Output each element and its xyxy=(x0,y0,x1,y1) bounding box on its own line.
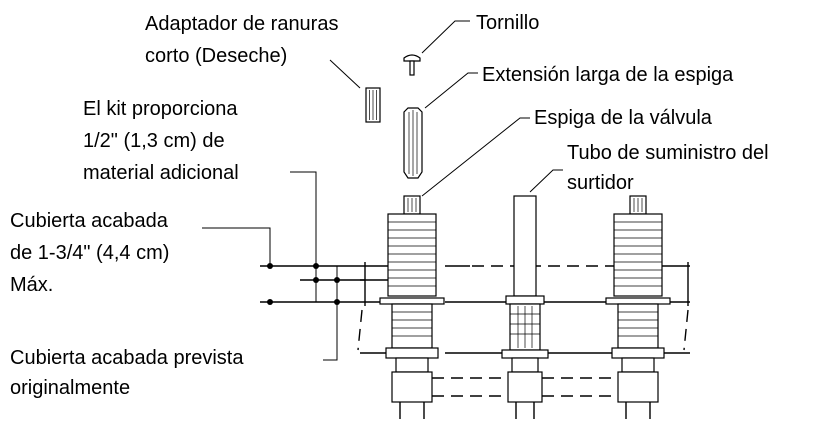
label-long-extension: Extensión larga de la espiga xyxy=(482,64,734,86)
label-kit-line1: El kit proporciona xyxy=(83,98,238,120)
connecting-pipes xyxy=(432,377,618,397)
label-valve-stem: Espiga de la válvula xyxy=(534,107,713,129)
slotted-adapter-icon xyxy=(365,87,381,123)
spout-supply-tube-icon xyxy=(501,195,549,419)
label-kit-line3: material adicional xyxy=(83,162,239,184)
screw-icon xyxy=(403,54,421,76)
label-adapter-line2: corto (Deseche) xyxy=(145,45,287,67)
label-finished-deck-line2: de 1-3/4" (4,4 cm) xyxy=(10,242,169,264)
label-original-deck-line2: originalmente xyxy=(10,377,130,399)
label-adapter-line1: Adaptador de ranuras xyxy=(145,13,338,35)
label-original-deck-line1: Cubierta acabada prevista xyxy=(10,347,244,369)
label-finished-deck-line3: Máx. xyxy=(10,274,53,296)
stem-extension-icon xyxy=(403,107,423,179)
label-kit-line2: 1/2" (1,3 cm) de xyxy=(83,130,225,152)
label-spout-tube-line1: Tubo de suministro del xyxy=(567,142,769,164)
label-finished-deck-line1: Cubierta acabada xyxy=(10,210,169,232)
valve-body-right-icon xyxy=(605,195,671,419)
valve-body-icon xyxy=(379,195,445,419)
leader-lines xyxy=(202,20,563,361)
label-screw: Tornillo xyxy=(476,12,539,34)
label-spout-tube-line2: surtidor xyxy=(567,172,634,194)
